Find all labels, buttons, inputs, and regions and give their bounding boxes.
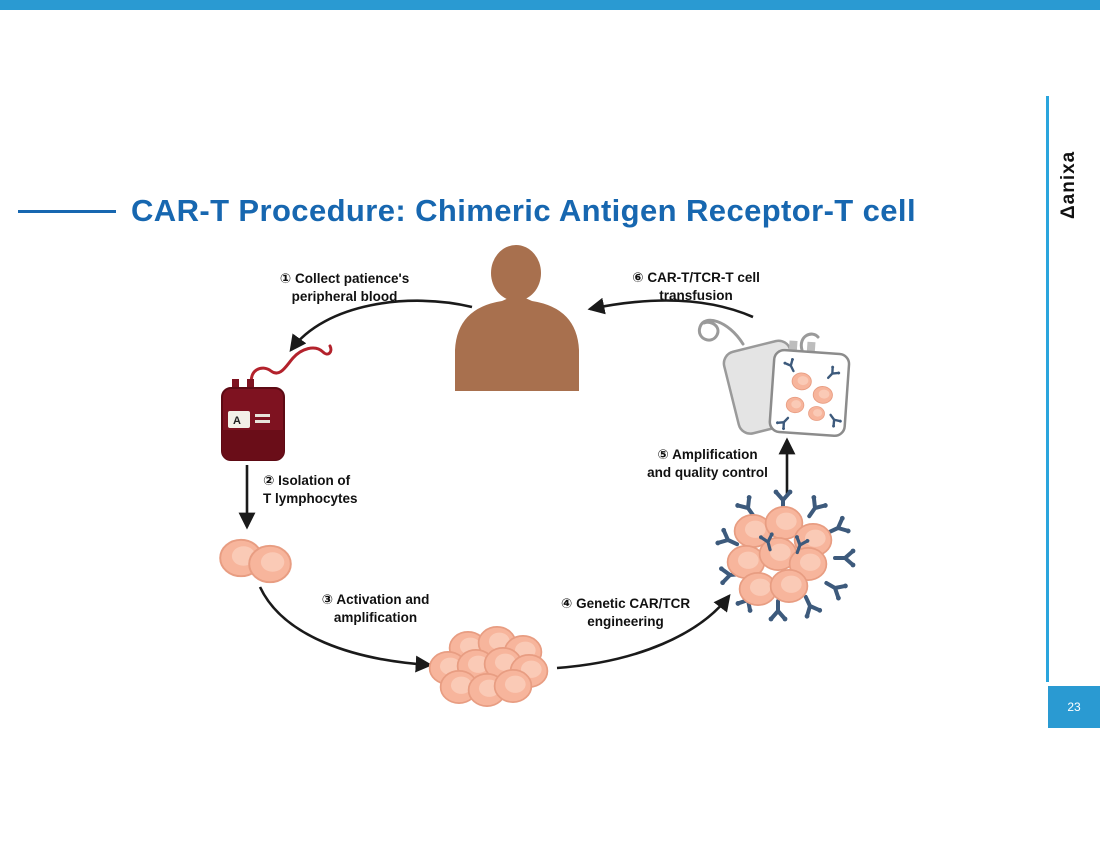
arrow-transfusion [587,297,754,319]
step-label-isolation: ② Isolation of T lymphocytes [263,473,358,506]
arrow-engineering [556,593,731,670]
step-label-amplification: ⑤ Amplification and quality control [647,447,768,480]
car-t-cell-cluster [712,487,858,624]
step-label-collect-blood: ① Collect patience's peripheral blood [279,271,410,304]
slide-title: CAR-T Procedure: Chimeric Antigen Recept… [131,193,916,228]
top-accent-bar [0,0,1100,10]
step-label-activation: ③ Activation and amplification [321,592,430,625]
step-label-transfusion: ⑥ CAR-T/TCR-T cell transfusion [632,270,760,303]
arrow-activation [258,586,433,673]
blood-bag-label: A [233,415,241,427]
page-number: 23 [1067,700,1081,714]
blood-bag: A [221,344,333,461]
infusion-bag [697,318,851,438]
arrow-collect-blood [289,299,473,353]
right-divider-line [1046,96,1049,682]
step-label-engineering: ④ Genetic CAR/TCR engineering [560,596,691,629]
title-dash-line [18,210,116,213]
isolated-t-cells [219,538,292,584]
amplified-cell-cluster [428,626,549,707]
cycle-arrows [238,297,796,673]
patient-silhouette [455,245,579,391]
page-number-badge: 23 [1048,686,1100,728]
